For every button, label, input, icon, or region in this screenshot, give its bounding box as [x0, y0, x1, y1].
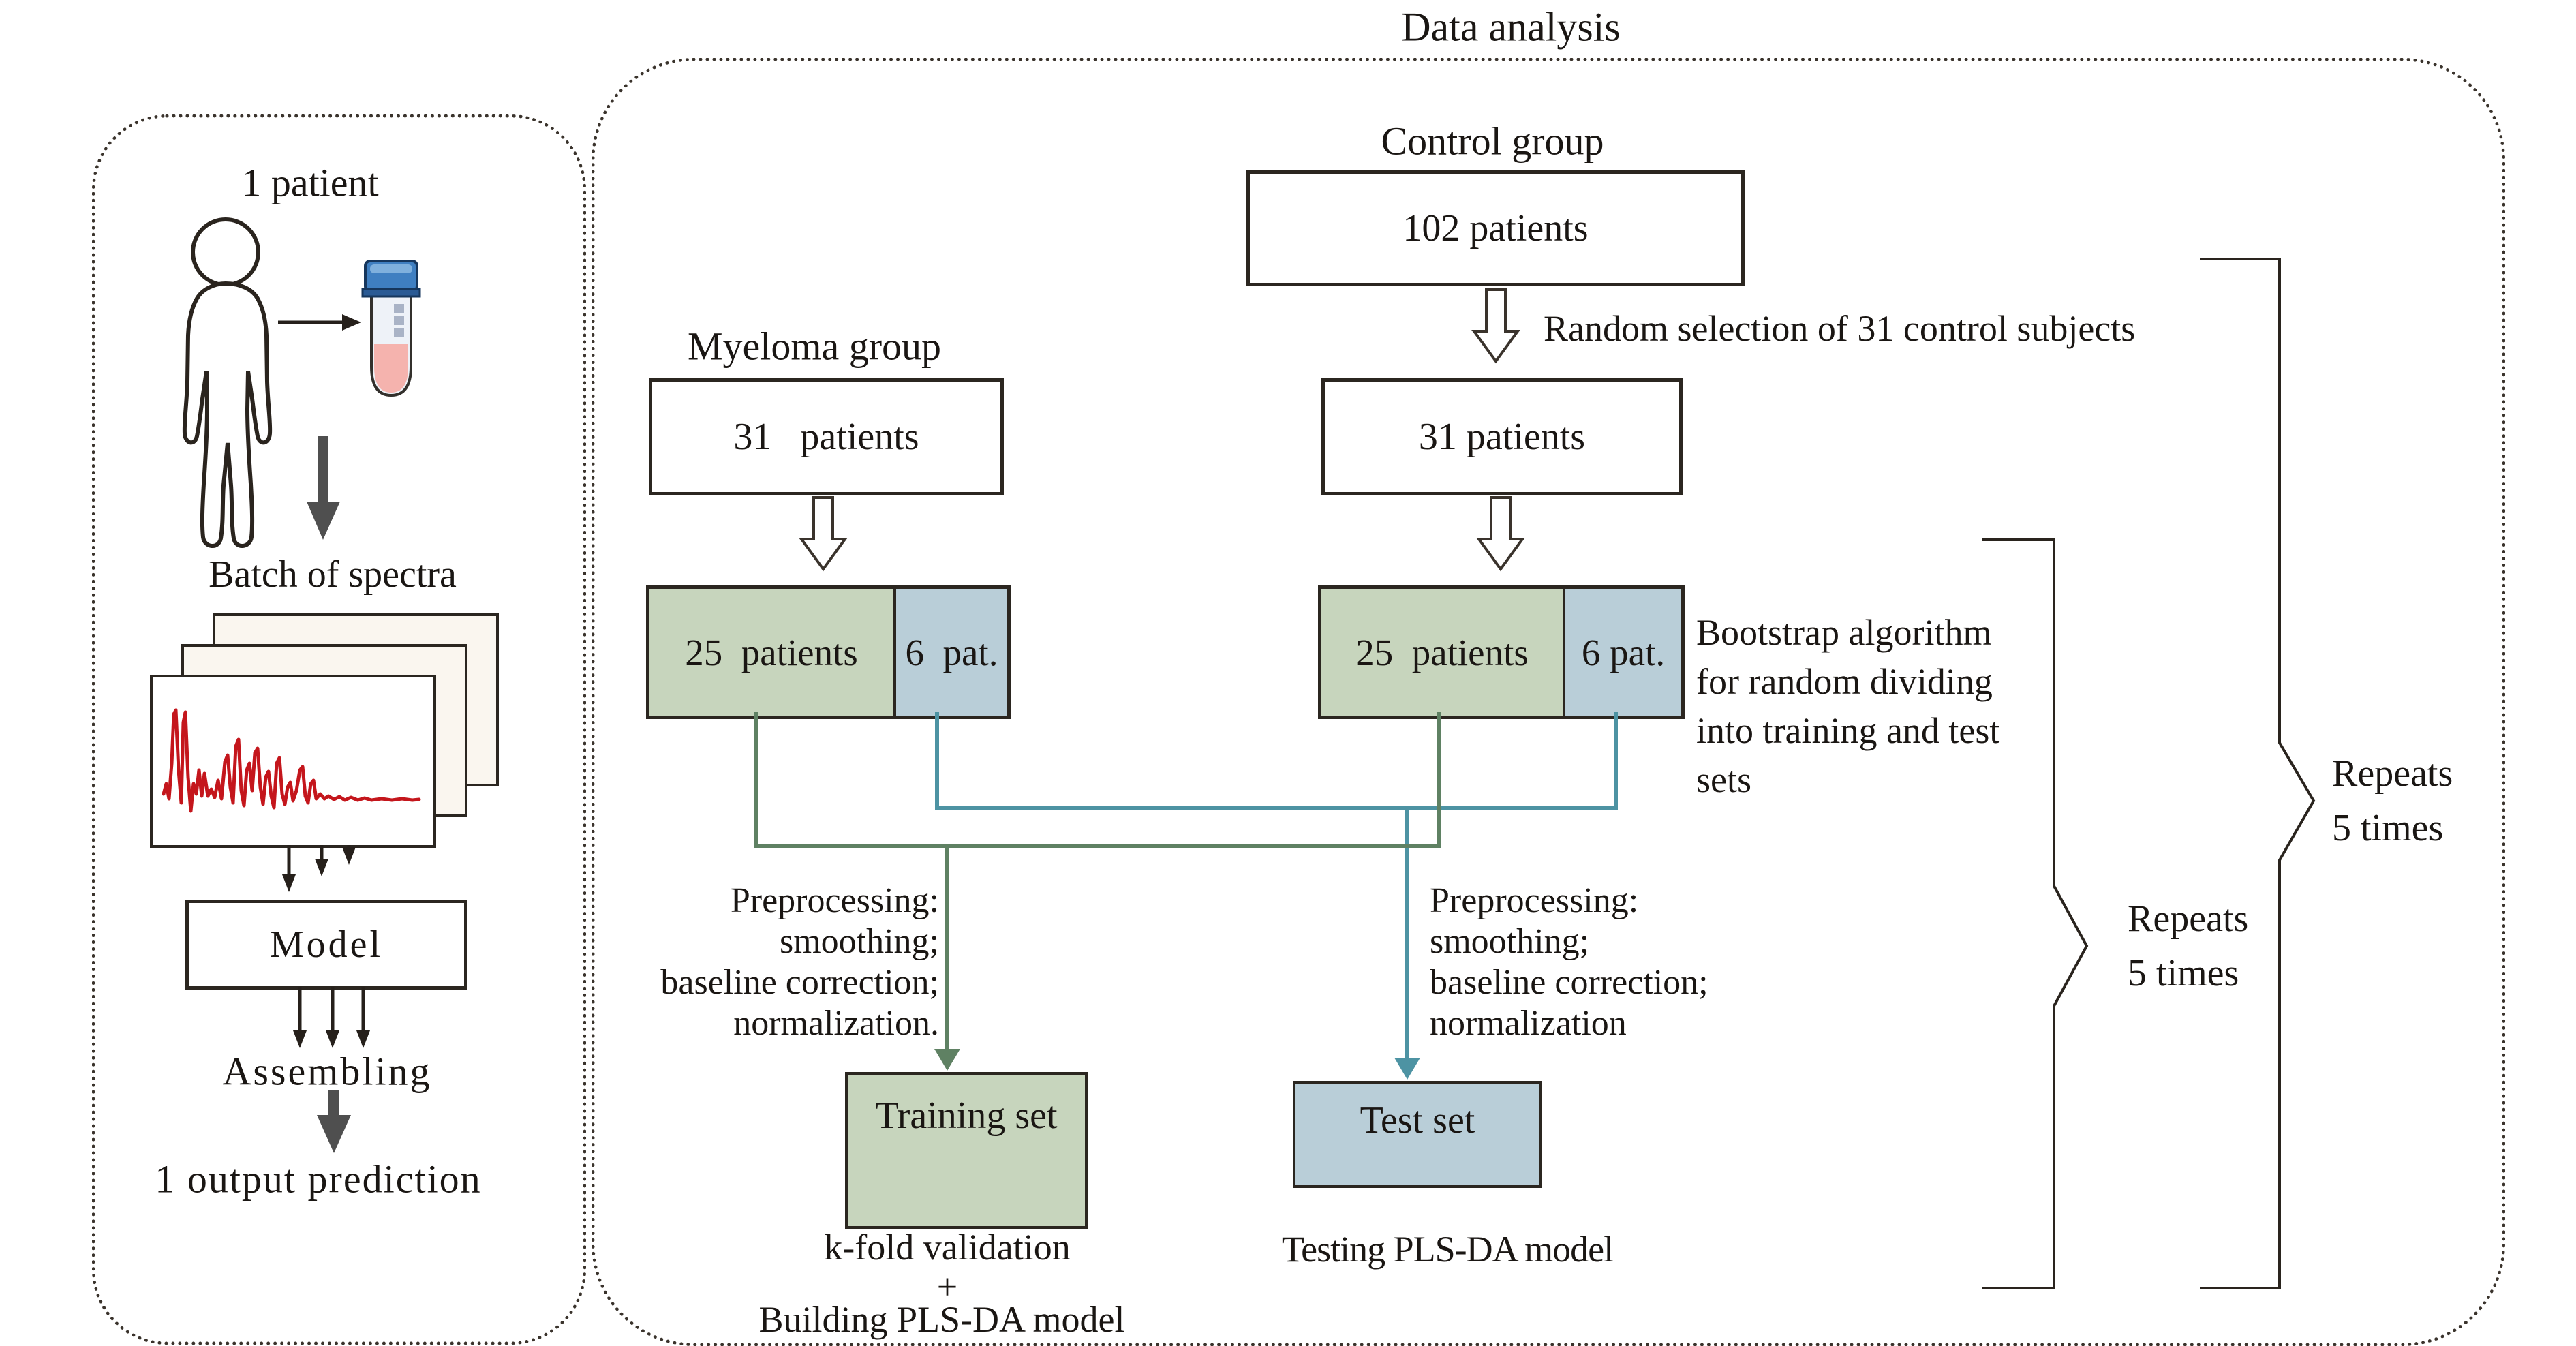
random-selection-note: Random selection of 31 control subjects: [1544, 308, 2136, 349]
page-title: Data analysis: [1401, 4, 1621, 50]
myeloma-count-box: 31 patients: [649, 378, 1004, 495]
model-box: Model: [185, 900, 467, 990]
building-plsda-label: Building PLS-DA model: [758, 1299, 1125, 1340]
control-group-label: Control group: [1381, 119, 1604, 164]
plus-sign: +: [936, 1266, 958, 1307]
myeloma-count: 31 patients: [733, 416, 919, 458]
training-set-label: Training set: [875, 1095, 1058, 1137]
control-selected-count: 31 patients: [1418, 416, 1586, 458]
model-label: Model: [269, 923, 384, 966]
control-split-box: 25 patients 6 pat.: [1318, 585, 1685, 719]
control-selected-box: 31 patients: [1321, 378, 1683, 495]
training-set-box: Training set: [845, 1072, 1088, 1229]
control-group-count: 102 patients: [1402, 207, 1589, 249]
assembling-label: Assembling: [222, 1049, 432, 1094]
bootstrap-note: Bootstrap algorithm for random dividing …: [1696, 612, 2000, 800]
preprocessing-left-note: Preprocessing: smoothing; baseline corre…: [660, 881, 939, 1043]
spectrum-card-front: [150, 675, 436, 848]
data-analysis-panel-border: [592, 58, 2505, 1346]
repeats-inner-label: Repeats 5 times: [2128, 898, 2249, 994]
output-prediction-label: 1 output prediction: [155, 1157, 482, 1202]
repeats-outer-label: Repeats 5 times: [2332, 752, 2453, 849]
one-patient-label: 1 patient: [241, 160, 379, 205]
kfold-validation-label: k-fold validation: [824, 1227, 1071, 1268]
control-train-cell: 25 patients: [1321, 589, 1563, 716]
test-set-label: Test set: [1360, 1099, 1475, 1142]
batch-of-spectra-label: Batch of spectra: [209, 553, 457, 596]
myeloma-group-label: Myeloma group: [687, 324, 942, 369]
test-set-box: Test set: [1293, 1081, 1542, 1188]
control-group-box: 102 patients: [1246, 170, 1745, 286]
testing-plsda-label: Testing PLS-DA model: [1281, 1229, 1614, 1270]
myeloma-train-cell: 25 patients: [649, 589, 893, 716]
preprocessing-right-note: Preprocessing: smoothing; baseline corre…: [1430, 881, 1708, 1043]
control-test-cell: 6 pat.: [1563, 589, 1681, 716]
left-panel-border: [92, 114, 586, 1345]
myeloma-split-box: 25 patients 6 pat.: [646, 585, 1011, 719]
myeloma-test-cell: 6 pat.: [893, 589, 1007, 716]
